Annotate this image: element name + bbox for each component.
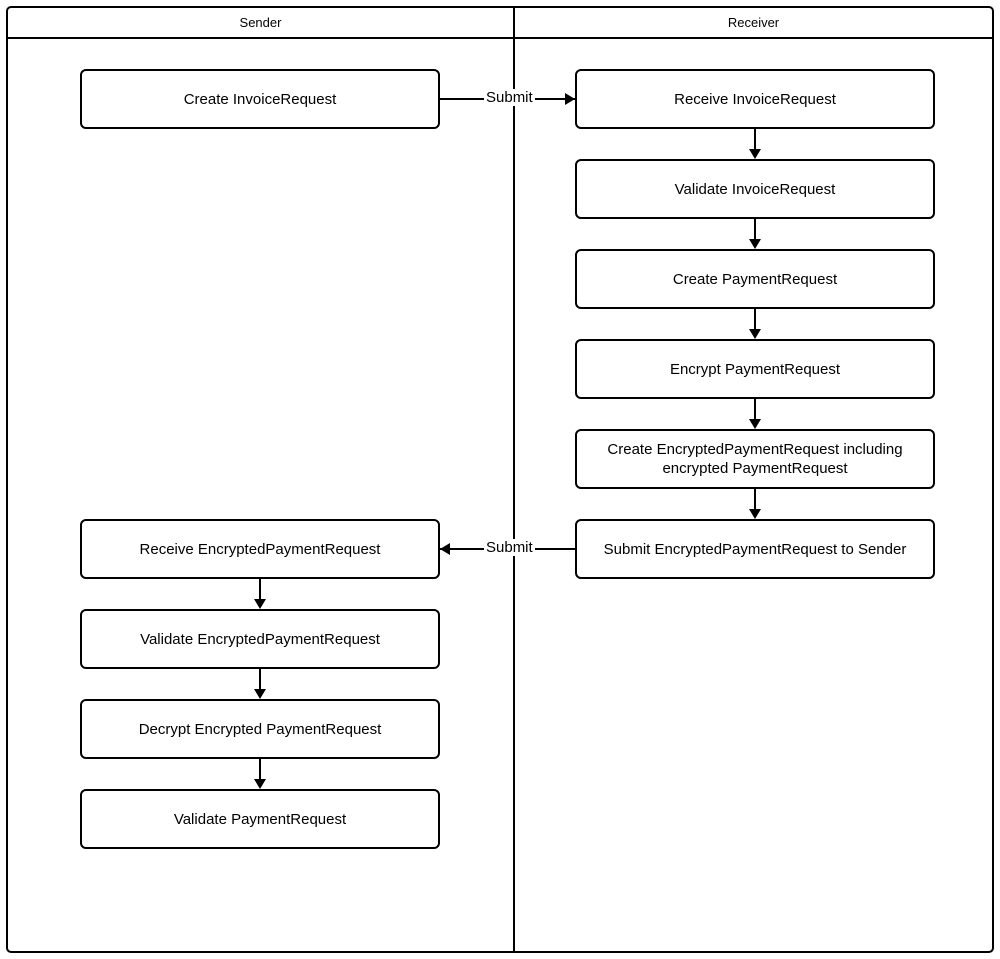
node-create-encrypted-payment-request[interactable]: Create EncryptedPaymentRequest including… (575, 429, 935, 489)
node-label-validate-payment-request: Validate PaymentRequest (173, 810, 347, 828)
node-validate-encrypted-payment-request[interactable]: Validate EncryptedPaymentRequest (80, 609, 440, 669)
node-receive-encrypted-payment-request[interactable]: Receive EncryptedPaymentRequest (80, 519, 440, 579)
node-receive-invoice-request[interactable]: Receive InvoiceRequest (575, 69, 935, 129)
connector-validate-encrypted-to-decrypt (259, 669, 261, 691)
node-label-create-payment-request: Create PaymentRequest (672, 270, 838, 288)
edge-label-submit-to-sender: Submit (484, 539, 535, 556)
connector-create-encrypted-to-submit (754, 489, 756, 511)
node-label-receive-invoice-request: Receive InvoiceRequest (674, 90, 836, 108)
arrowhead-validate-invoice-to-create-payment (749, 239, 761, 249)
edge-label-submit-to-receiver: Submit (484, 89, 535, 106)
node-decrypt-encrypted-payment-request[interactable]: Decrypt Encrypted PaymentRequest (80, 699, 440, 759)
arrowhead-submit-to-receiver (565, 93, 575, 105)
node-label-create-invoice-request: Create InvoiceRequest (183, 90, 337, 108)
lane-header-row: Sender Receiver (8, 8, 992, 39)
arrowhead-encrypt-payment-to-create-encrypted (749, 419, 761, 429)
node-label-decrypt-encrypted-payment-request: Decrypt Encrypted PaymentRequest (138, 720, 382, 738)
arrowhead-receive-encrypted-to-validate-encrypted (254, 599, 266, 609)
node-validate-invoice-request[interactable]: Validate InvoiceRequest (575, 159, 935, 219)
node-encrypt-payment-request[interactable]: Encrypt PaymentRequest (575, 339, 935, 399)
node-validate-payment-request[interactable]: Validate PaymentRequest (80, 789, 440, 849)
node-label-receive-encrypted-payment-request: Receive EncryptedPaymentRequest (139, 540, 381, 558)
lane-title-receiver: Receiver (727, 15, 780, 30)
arrowhead-create-payment-to-encrypt-payment (749, 329, 761, 339)
arrowhead-decrypt-to-validate-payment (254, 779, 266, 789)
connector-receive-to-validate-invoice (754, 129, 756, 151)
connector-receive-encrypted-to-validate-encrypted (259, 579, 261, 601)
arrowhead-create-encrypted-to-submit (749, 509, 761, 519)
node-label-validate-invoice-request: Validate InvoiceRequest (674, 180, 836, 198)
node-label-validate-encrypted-payment-request: Validate EncryptedPaymentRequest (140, 630, 380, 648)
arrowhead-validate-encrypted-to-decrypt (254, 689, 266, 699)
arrowhead-receive-to-validate-invoice (749, 149, 761, 159)
connector-decrypt-to-validate-payment (259, 759, 261, 781)
lane-header-receiver: Receiver (515, 8, 992, 37)
lane-body-sender (8, 39, 515, 951)
lane-body-row (8, 39, 992, 951)
connector-encrypt-payment-to-create-encrypted (754, 399, 756, 421)
lane-header-sender: Sender (8, 8, 515, 37)
node-create-invoice-request[interactable]: Create InvoiceRequest (80, 69, 440, 129)
node-label-create-encrypted-payment-request: Create EncryptedPaymentRequest including… (607, 441, 903, 477)
lane-title-sender: Sender (239, 15, 282, 30)
connector-create-payment-to-encrypt-payment (754, 309, 756, 331)
node-submit-encrypted-payment-request-to-sender[interactable]: Submit EncryptedPaymentRequest to Sender (575, 519, 935, 579)
node-create-payment-request[interactable]: Create PaymentRequest (575, 249, 935, 309)
arrowhead-submit-to-sender (440, 543, 450, 555)
connector-validate-invoice-to-create-payment (754, 219, 756, 241)
node-label-encrypt-payment-request: Encrypt PaymentRequest (669, 360, 841, 378)
node-label-submit-encrypted-payment-request-to-sender: Submit EncryptedPaymentRequest to Sender (603, 540, 907, 558)
